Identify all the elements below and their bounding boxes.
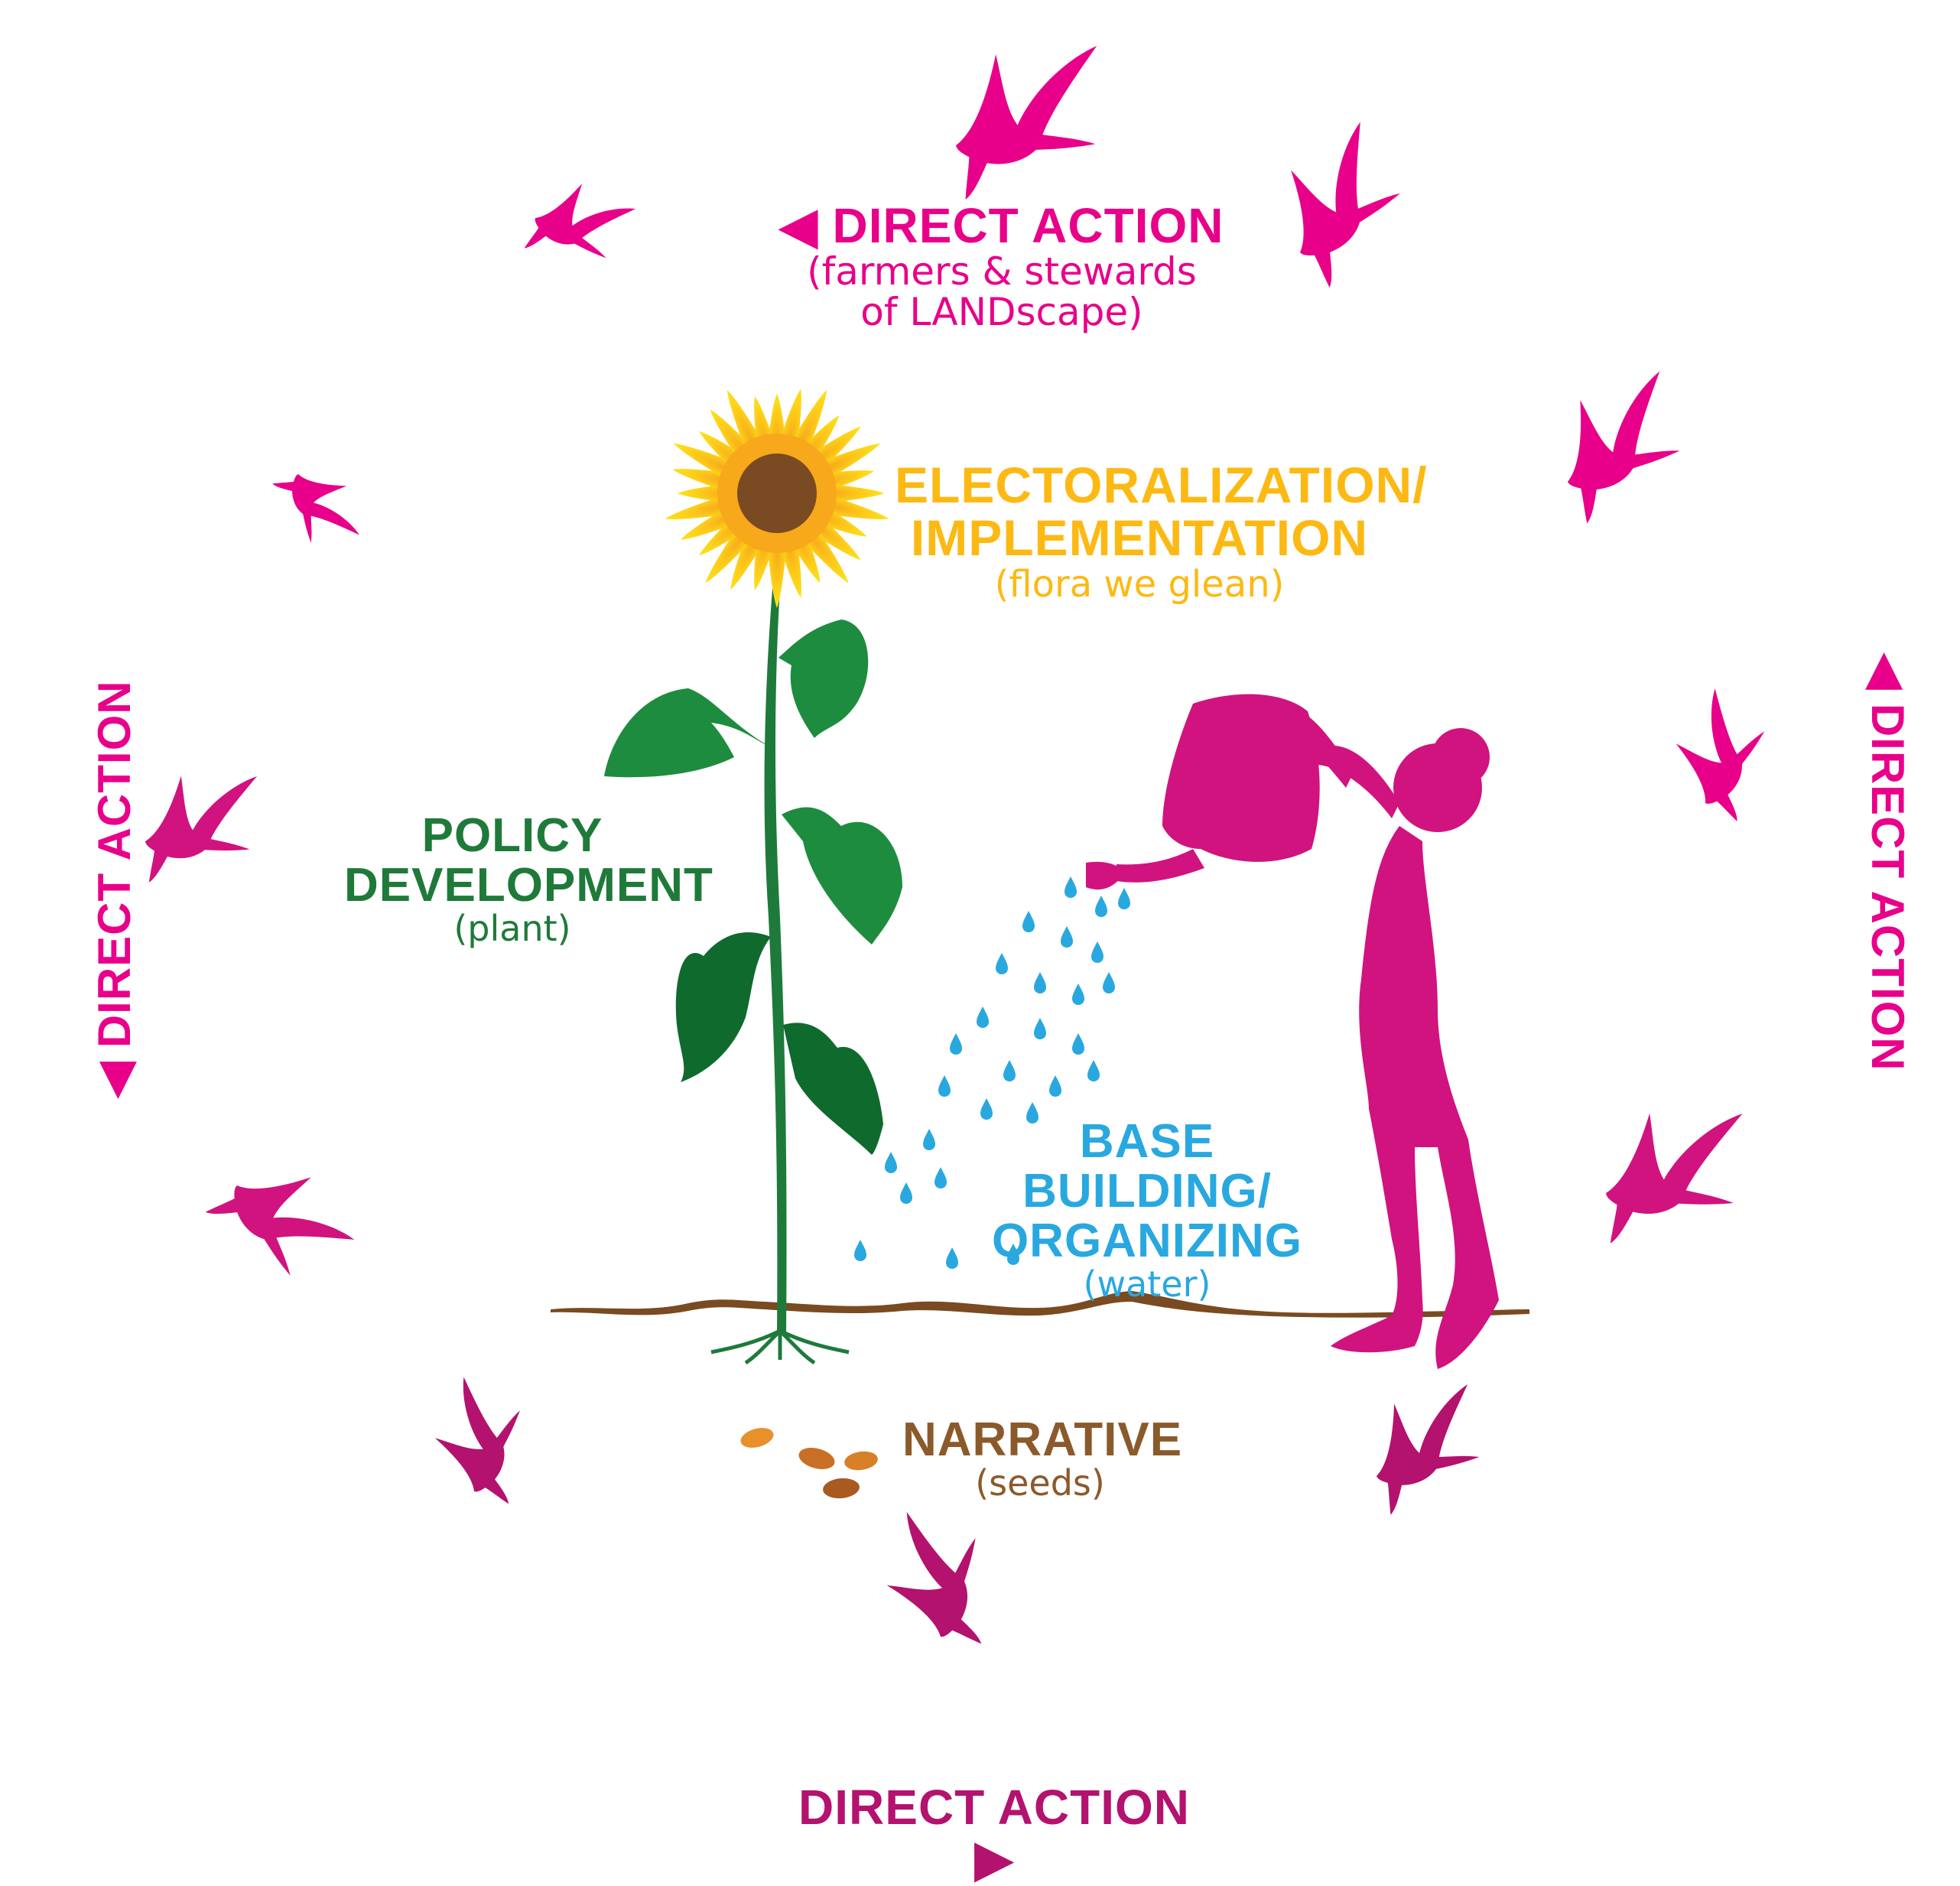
electoralization-line2: IMPLEMENTATION [910,509,1369,567]
water-drop-icon [923,1129,935,1150]
direct-action-left-text: DIRECT ACTION [89,680,140,1049]
direct-action-top-heading: ◀ DIRECT ACTION [719,200,1285,252]
water-drop-icon [1091,941,1104,963]
water-drop-icon [1087,1060,1100,1081]
water-drop-icon [1061,926,1073,948]
water-drop-icon [996,953,1008,974]
water-drop-icon [885,1152,897,1173]
water-drop-icon [1072,1033,1084,1055]
arrow-left-icon: ◀ [89,1061,140,1097]
bird-silhouette-icon [205,1145,360,1302]
base-building-line2: ORGANIZING [991,1215,1303,1268]
electoralization-sub: (flora we glean) [994,562,1285,606]
seeds-group [740,1428,878,1499]
base-building-line1: BASE BUILDING/ [1022,1115,1272,1218]
base-building-label: BASE BUILDING/ ORGANIZING (water) [964,1117,1331,1303]
bird-silhouette-icon [1599,1105,1754,1244]
bird-silhouette-icon [1538,364,1705,524]
pelican-icon [422,1374,544,1504]
bird-silhouette-icon [524,172,638,280]
water-drop-icon [1095,896,1107,917]
water-drop-icon [1049,1075,1061,1097]
direct-action-bottom-text: DIRECT ACTION [798,1780,1190,1835]
water-drop-icon [900,1182,912,1204]
policy-line2: DEVELOPMENT [344,859,713,912]
narrative-label: NARRATIVE (seeds) [902,1413,1183,1504]
direct-action-right: ◀ DIRECT ACTION [1861,654,1914,1071]
soil-line [551,1291,1529,1318]
bird-silhouette-icon [139,769,266,883]
water-drop-icon [946,1247,958,1269]
seed-icon [798,1447,835,1470]
water-drop-icon [1034,1018,1046,1039]
seed-icon [844,1451,878,1471]
penguin-icon [879,1510,1002,1644]
water-drop-icon [1034,972,1046,993]
direct-action-top-sub1: (farmers & stewards [807,249,1197,294]
sunflower-roots [710,1328,850,1365]
bird-silhouette-icon [941,37,1120,200]
water-drop-icon [938,1075,951,1097]
water-drop-icon [1022,911,1035,932]
duck-icon [1355,1377,1501,1515]
water-drop-icon [1103,972,1115,993]
watering-can-icon [1162,694,1320,862]
water-drop-icon [950,1033,962,1055]
direct-action-top: ◀ DIRECT ACTION (farmers & stewards of L… [719,200,1285,332]
water-drop-icon [977,1006,989,1028]
direct-action-bottom: DIRECT ACTION ▶ [780,1780,1208,1886]
base-building-sub: (water) [1083,1263,1211,1306]
narrative-line1: NARRATIVE [902,1413,1183,1466]
bird-silhouette-icon [272,460,364,558]
arrow-left-icon: ◀ [1862,654,1913,691]
water-drop-icon [1118,888,1130,909]
direct-action-right-text: DIRECT ACTION [1862,703,1913,1071]
water-drop-icon [854,1240,866,1261]
direct-action-left: ◀ DIRECT ACTION [88,680,141,1097]
direct-action-top-text: DIRECT ACTION [832,198,1224,253]
electoralization-label: ELECTORALIZATION/ IMPLEMENTATION (flora … [895,457,1428,606]
policy-sub: (plant) [453,908,571,950]
water-drop-icon [1072,984,1084,1005]
arrow-right-icon: ▶ [974,1831,1014,1886]
sunflower-stem [764,589,787,1335]
water-drop-icon [1065,876,1077,898]
policy-line1: POLICY [421,809,603,862]
water-drop-icon [934,1167,947,1189]
narrative-sub: (seeds) [975,1462,1105,1504]
electoralization-line1: ELECTORALIZATION/ [895,457,1428,513]
seed-icon [740,1428,774,1448]
arrow-left-icon: ◀ [779,198,818,253]
policy-label: POLICY DEVELOPMENT (plant) [344,809,713,950]
sunflower-icon [665,389,889,608]
bird-silhouette-icon [1657,685,1789,821]
direct-action-top-sub2: of LANDscape) [860,289,1143,334]
person-watering-icon [1086,694,1499,1369]
water-drop-icon [1003,1060,1016,1081]
seed-icon [823,1478,860,1499]
sunflower-leaves [604,619,902,1155]
